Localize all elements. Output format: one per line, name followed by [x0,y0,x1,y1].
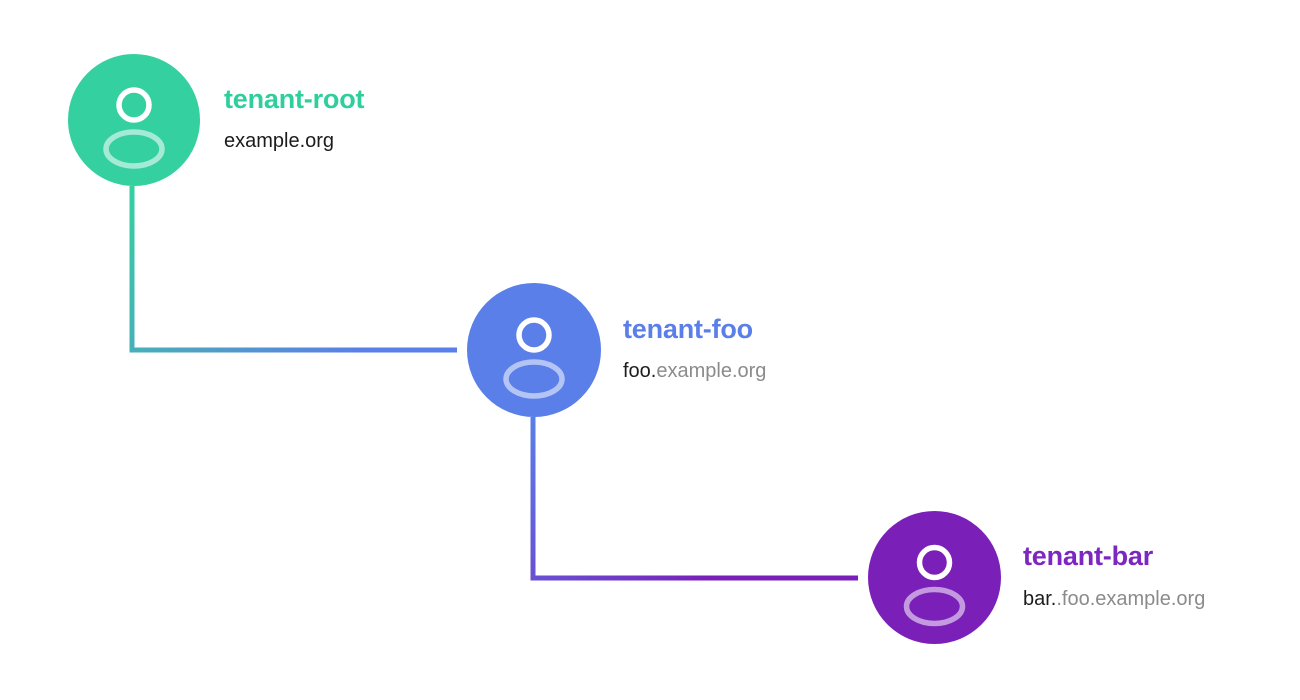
person-icon [467,283,601,417]
node-domain-tenant-root: example.org [224,130,364,153]
avatar-tenant-root[interactable] [68,54,200,186]
label-group-tenant-bar: tenant-bar bar..foo.example.org [1023,541,1205,613]
connector-foo-to-bar [530,417,858,581]
connector-root-to-foo [129,186,457,353]
person-icon [868,511,1001,644]
avatar-tenant-foo[interactable] [467,283,601,417]
domain-suffix: example.org [656,360,767,383]
node-domain-tenant-foo: foo.example.org [623,360,766,383]
node-tenant-root[interactable]: tenant-root example.org [68,54,364,186]
label-group-tenant-foo: tenant-foo foo.example.org [623,313,766,386]
node-title-tenant-root: tenant-root [224,83,365,114]
node-tenant-foo[interactable]: tenant-foo foo.example.org [467,283,766,417]
node-title-tenant-foo: tenant-foo [623,313,753,344]
node-title-tenant-bar: tenant-bar [1023,541,1154,572]
domain-prefix: example.org [224,130,335,153]
domain-prefix: bar. [1023,587,1057,610]
person-icon [68,54,200,186]
node-domain-tenant-bar: bar..foo.example.org [1023,588,1205,611]
domain-suffix: .foo.example.org [1056,587,1206,610]
label-group-tenant-root: tenant-root example.org [224,83,365,156]
domain-prefix: foo. [623,360,657,383]
node-tenant-bar[interactable]: tenant-bar bar..foo.example.org [868,511,1205,644]
avatar-tenant-bar[interactable] [868,511,1001,644]
